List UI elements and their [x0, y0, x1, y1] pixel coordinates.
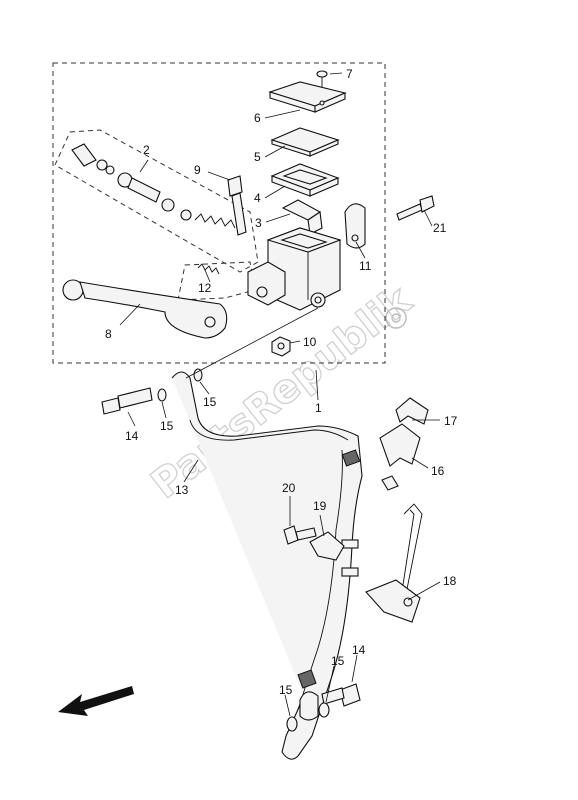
- washer-15-d: [286, 716, 298, 732]
- piston-kit-2: [71, 143, 236, 229]
- gear-logo-icon: [385, 307, 407, 329]
- label-11: 11: [359, 259, 372, 273]
- pivot-bolt-9: [227, 175, 247, 236]
- washer-15-c: [318, 702, 330, 718]
- leader-lines: [119, 72, 441, 717]
- label-12: 12: [198, 281, 212, 295]
- label-19: 19: [313, 499, 327, 513]
- label-14-upper: 14: [125, 429, 139, 443]
- label-9: 9: [194, 163, 201, 177]
- union-bolt-14-upper: [101, 387, 153, 415]
- reservoir-cap-6: [268, 81, 347, 113]
- bolt-21: [396, 195, 435, 221]
- label-7: 7: [346, 67, 353, 81]
- bracket-18: [365, 503, 423, 623]
- bolt-20: [283, 525, 317, 545]
- label-15-d: 15: [279, 683, 293, 697]
- part-labels: 7 6 5 4 3 9 2 12 8 10 11 21 1 14 15 15 1…: [105, 67, 458, 697]
- banjo-lower: [297, 669, 319, 721]
- piston-kit-dashed-box: [54, 129, 259, 273]
- arrow-down-left-icon: [58, 686, 134, 716]
- label-8: 8: [105, 327, 112, 341]
- label-16: 16: [431, 464, 445, 478]
- brake-lever-8: [62, 279, 228, 339]
- clip-17: [395, 397, 429, 425]
- label-15-a: 15: [160, 419, 174, 433]
- label-15-c: 15: [331, 654, 345, 668]
- union-bolt-14-lower: [321, 683, 361, 707]
- diaphragm-plate-5: [270, 127, 340, 157]
- label-18: 18: [443, 574, 457, 588]
- assembly-dashed-box: [52, 62, 386, 364]
- clamp-11: [344, 203, 366, 249]
- label-6: 6: [254, 111, 261, 125]
- pin-dashed-box: [177, 261, 256, 301]
- label-14-lower: 14: [352, 643, 366, 657]
- pin-12: [197, 263, 220, 275]
- nut-10: [271, 336, 291, 357]
- label-17: 17: [444, 414, 458, 428]
- label-13: 13: [175, 483, 189, 497]
- label-15-b: 15: [203, 395, 217, 409]
- label-2: 2: [143, 143, 150, 157]
- washer-15-b: [193, 368, 203, 382]
- diaphragm-4: [270, 163, 340, 197]
- master-cylinder-body: [247, 227, 342, 311]
- label-5: 5: [254, 150, 261, 164]
- label-10: 10: [303, 335, 317, 349]
- hose-guide-16: [379, 423, 421, 491]
- clamp-19: [309, 531, 345, 561]
- label-20: 20: [282, 481, 296, 495]
- label-3: 3: [255, 216, 262, 230]
- label-1: 1: [315, 401, 322, 415]
- screw-7: [316, 70, 328, 90]
- washer-15-a: [157, 388, 167, 402]
- float-3: [281, 199, 323, 235]
- label-4: 4: [254, 191, 261, 205]
- label-21: 21: [433, 221, 447, 235]
